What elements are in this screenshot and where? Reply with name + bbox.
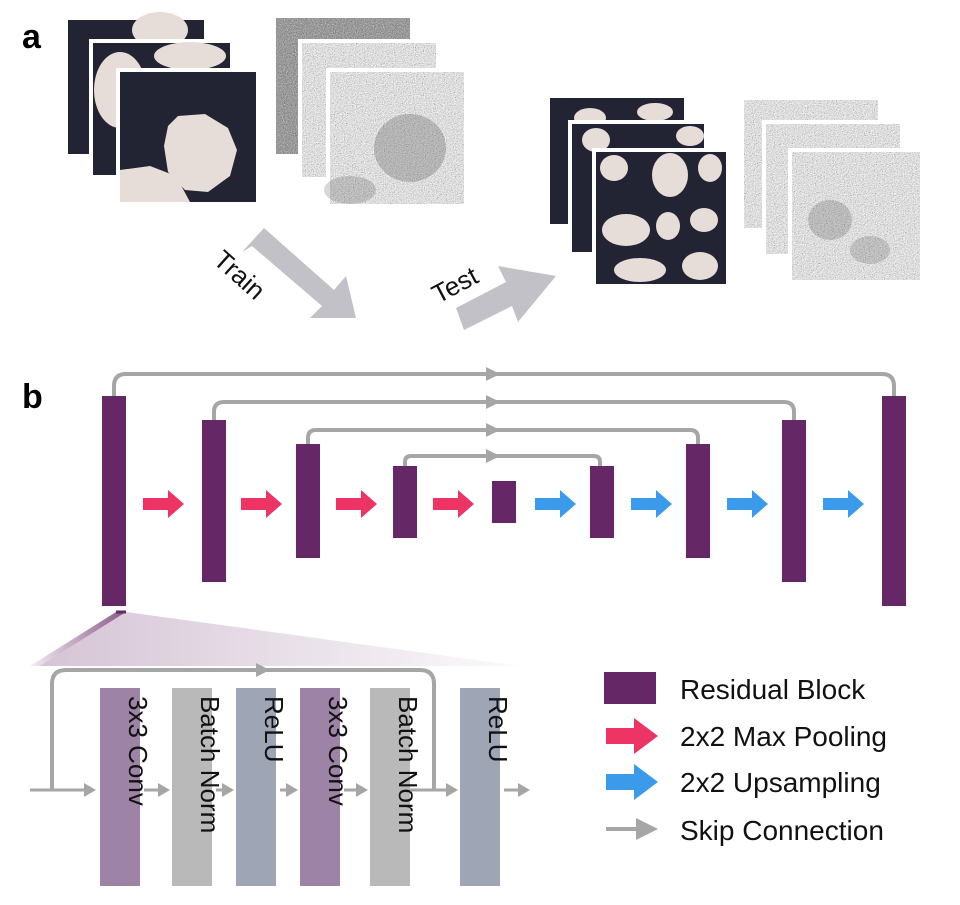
decoder-block-4: [882, 396, 906, 606]
skip-arrowhead-4: [486, 449, 500, 463]
skip-arrowhead-2: [486, 395, 500, 409]
flow-arrowhead-4: [356, 783, 368, 797]
layer-group: 3x3 Conv Batch Norm ReLU 3x3 Conv Batch Norm…: [100, 688, 530, 886]
flow-arrowhead-5: [446, 783, 458, 797]
up-arrow-2: [631, 490, 672, 518]
flow-arrowhead-1: [158, 783, 170, 797]
train-micrograph-front: [324, 68, 466, 206]
train-arrow: Train: [208, 228, 356, 318]
decoder-block-1: [590, 466, 614, 538]
layer-box-2: [172, 688, 212, 886]
inner-skip-arrowhead: [256, 663, 270, 677]
pool-arrow-3: [336, 490, 377, 518]
test-mask-front: [592, 148, 728, 286]
layer-label-4: 3x3 Conv: [323, 696, 353, 806]
unet-blocks: [102, 396, 906, 606]
layer-6-relu: ReLU: [460, 688, 530, 886]
layer-3-relu: ReLU: [236, 688, 298, 886]
legend-label-max-pooling: 2x2 Max Pooling: [680, 721, 887, 752]
flow-arrowhead-2: [222, 783, 234, 797]
layer-2-norm: Batch Norm: [172, 688, 234, 886]
flow-arrowhead-3: [286, 783, 298, 797]
legend-pool-arrow: [606, 718, 658, 754]
skip-connection-level2: [212, 400, 796, 422]
skip-connection-level4: [403, 454, 602, 468]
layer-label-5: Batch Norm: [393, 696, 423, 833]
legend-up-arrow: [606, 764, 658, 800]
skip-connection-level3: [306, 428, 700, 446]
upsampling-arrows: [535, 490, 864, 518]
layer-box-1: [100, 688, 140, 886]
panel-label-b: b: [22, 378, 43, 416]
residual-block-detail: 3x3 Conv Batch Norm ReLU 3x3 Conv Batch Norm…: [30, 663, 530, 886]
legend-label-skip-connection: Skip Connection: [680, 815, 884, 846]
layer-1-conv: 3x3 Conv: [100, 688, 170, 886]
up-arrow-1: [535, 490, 576, 518]
layer-label-1: 3x3 Conv: [123, 696, 153, 806]
pool-arrow-4: [433, 490, 474, 518]
legend-label-upsampling: 2x2 Upsampling: [680, 767, 881, 798]
layer-label-6: ReLU: [483, 696, 513, 762]
legend-block-swatch: [604, 672, 656, 704]
inner-skip-connection: [50, 668, 436, 790]
bottleneck-block: [492, 481, 516, 523]
test-micrograph-front: [788, 148, 924, 282]
skip-arrowhead-3: [486, 423, 500, 437]
decoder-block-3: [782, 420, 806, 582]
train-mask-front: [116, 68, 258, 204]
layer-4-conv: 3x3 Conv: [300, 688, 368, 886]
encoder-block-3: [296, 444, 320, 558]
layer-label-2: Batch Norm: [195, 696, 225, 833]
pool-arrow-1: [143, 490, 184, 518]
up-arrow-3: [727, 490, 768, 518]
legend-label-residual-block: Residual Block: [680, 674, 866, 705]
legend-item-upsampling: 2x2 Upsampling: [606, 764, 881, 800]
legend-skip-arrow: [636, 818, 658, 840]
zoom-wedge: [30, 610, 520, 666]
up-arrow-4: [823, 490, 864, 518]
skip-connections: [112, 372, 896, 468]
test-image-stack: [744, 100, 924, 282]
layer-5-norm: Batch Norm: [370, 688, 458, 886]
panel-label-a: a: [22, 18, 42, 56]
flow-arrowhead-6: [518, 783, 530, 797]
pool-arrow-2: [241, 490, 282, 518]
layer-box-3: [236, 688, 276, 886]
layer-box-6: [460, 688, 500, 886]
train-mask-stack: [68, 12, 258, 204]
pooling-arrows: [143, 490, 474, 518]
encoder-block-1: [102, 396, 126, 606]
train-image-stack: [276, 18, 466, 206]
legend-item-residual-block: Residual Block: [604, 672, 866, 705]
legend-item-max-pooling: 2x2 Max Pooling: [606, 718, 887, 754]
legend-item-skip-connection: Skip Connection: [606, 815, 884, 846]
encoder-block-2: [202, 420, 226, 582]
encoder-block-4: [393, 466, 417, 538]
layer-box-5: [370, 688, 410, 886]
skip-arrowheads: [486, 367, 500, 463]
test-mask-stack: [550, 98, 728, 286]
layer-box-4: [300, 688, 340, 886]
skip-arrowhead-1: [486, 367, 500, 381]
test-arrow: Test: [427, 260, 556, 330]
skip-connection-level1: [112, 372, 896, 398]
legend: Residual Block 2x2 Max Pooling 2x2 Upsam…: [604, 672, 887, 846]
layer-label-3: ReLU: [259, 696, 289, 762]
decoder-block-2: [686, 444, 710, 558]
